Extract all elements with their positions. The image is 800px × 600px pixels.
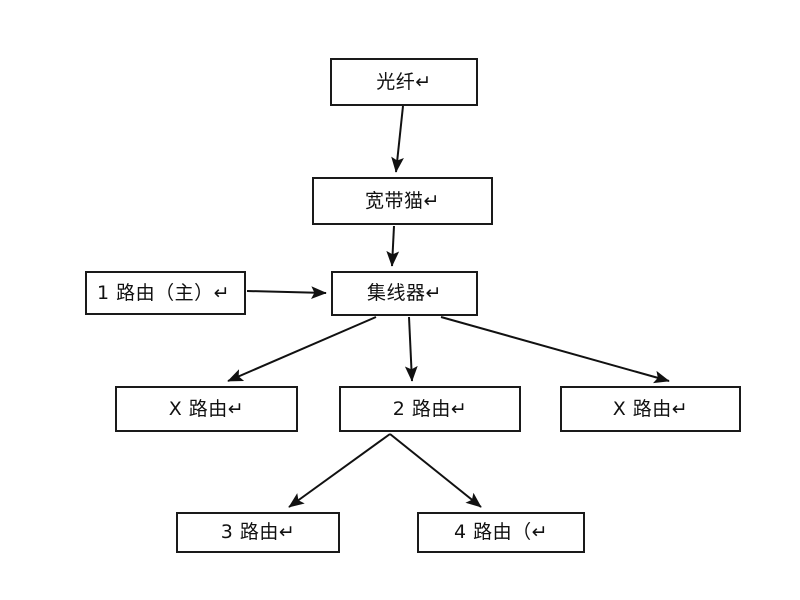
edge-hub-to-router2 <box>404 316 418 382</box>
node-router-1-primary-label: 1 路由（主）↵ <box>97 281 231 304</box>
node-router-3-label: 3 路由↵ <box>220 521 296 543</box>
node-hub-label: 集线器↵ <box>367 282 442 304</box>
edge-hub-to-routerx-right <box>440 316 670 384</box>
node-fiber-label: 光纤↵ <box>376 70 432 93</box>
node-router-2-label: 2 路由↵ <box>392 397 468 420</box>
edge-router2-to-router3 <box>288 433 391 508</box>
node-broadband-modem-label: 宽带猫↵ <box>365 189 440 212</box>
edge-router1-to-hub <box>246 286 327 300</box>
node-hub[interactable]: 集线器↵ <box>331 271 478 316</box>
node-broadband-modem[interactable]: 宽带猫↵ <box>312 177 493 225</box>
node-router-x-right-label: X 路由↵ <box>612 397 689 420</box>
edge-router2-to-router4 <box>389 433 482 508</box>
edge-hub-to-routerx-left <box>227 316 377 382</box>
node-router-1-primary[interactable]: 1 路由（主）↵ <box>85 271 246 315</box>
node-router-4[interactable]: 4 路由（↵ <box>417 512 585 553</box>
node-router-x-left-label: X 路由↵ <box>168 397 245 420</box>
edge-fiber-to-modem <box>391 105 404 173</box>
edge-modem-to-hub <box>386 225 400 267</box>
node-router-4-label: 4 路由（↵ <box>453 521 549 543</box>
node-router-x-right[interactable]: X 路由↵ <box>560 386 741 432</box>
node-router-2[interactable]: 2 路由↵ <box>339 386 521 432</box>
node-fiber[interactable]: 光纤↵ <box>330 58 478 106</box>
node-router-3[interactable]: 3 路由↵ <box>176 512 340 553</box>
node-router-x-left[interactable]: X 路由↵ <box>115 386 298 432</box>
